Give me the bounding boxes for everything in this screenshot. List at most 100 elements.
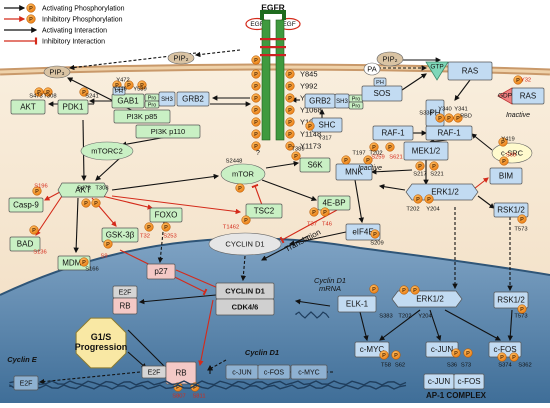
phosphate-symbol: P	[84, 201, 88, 207]
s6k-label: S6K	[307, 161, 323, 170]
cdk46-label: CDK4/6	[232, 302, 259, 311]
site-label: S221	[430, 172, 444, 178]
phosphate-symbol: P	[193, 385, 197, 391]
phosphate-symbol: P	[288, 84, 292, 90]
foxo: FOXO	[149, 207, 183, 223]
site-label: S259	[371, 155, 385, 161]
grb2-left-shape	[176, 91, 210, 107]
pa-label: PA	[367, 64, 376, 73]
erk-cyto-phosphate: P	[413, 194, 423, 204]
ap1-complex-label: AP-1 COMPLEX	[426, 391, 487, 400]
rsk-cyto: RSK1/2	[493, 202, 529, 218]
mek: MEK1/2	[403, 141, 449, 161]
gtp: GTP	[425, 61, 449, 81]
cfos-label: c-FOS	[493, 345, 516, 354]
egfr-phosphate-right: P	[285, 117, 295, 127]
cmyc-label: c-MYC	[360, 345, 385, 354]
egfr-phosphate-right: P	[285, 81, 295, 91]
egfr-phosphate-right: P	[285, 105, 295, 115]
egfr-phosphate-left: P	[251, 69, 261, 79]
egfr-site-label: Y1068	[300, 105, 322, 114]
gab1-pro-b: Pro	[144, 100, 160, 108]
egfr-phosphate-left: P	[251, 129, 261, 139]
phosphate-symbol: P	[416, 197, 420, 203]
site-label: T308	[43, 94, 56, 100]
grb2-left-label: GRB2	[182, 95, 204, 104]
pip3-label: PIP₃	[49, 67, 64, 76]
phosphate-symbol: P	[254, 144, 258, 150]
akt-to-mtor	[111, 173, 220, 191]
gab1-ph-domain-shape	[112, 86, 126, 96]
cyclind1-to-nucleus	[240, 255, 247, 282]
site-label: S196	[34, 184, 48, 190]
casp9-label: Casp-9	[13, 201, 39, 210]
bim: BIM	[489, 167, 523, 185]
pdk1: PDK1	[57, 99, 89, 115]
e2f-lower-label: E2F	[148, 369, 161, 376]
akt-to-tsc2	[111, 195, 242, 215]
mek-phosphate: P	[429, 161, 439, 171]
cjun-phosphate: P	[463, 348, 473, 358]
site-label: S253	[163, 234, 177, 240]
pip2-right-label: PIP₂	[383, 54, 398, 63]
s6k-phosphate: P	[291, 151, 301, 161]
mtorc2-to-akt	[95, 157, 121, 181]
eif4e-phosphate: P	[370, 229, 380, 239]
cdk-to-rb	[198, 299, 214, 367]
phosphate-symbol: P	[520, 217, 524, 223]
phosphate-symbol: P	[502, 159, 506, 165]
erk-to-cfos	[444, 309, 501, 341]
site-label: T389	[291, 147, 304, 153]
phosphate-symbol: P	[512, 355, 516, 361]
erk-cyto-phosphate: P	[424, 194, 434, 204]
raf1-active-phosphate: P	[453, 113, 463, 123]
gab1-label: GAB1	[117, 97, 139, 106]
sos-label: SOS	[374, 89, 391, 98]
e2f-upper: E2F	[112, 285, 138, 299]
gtp-label: GTP	[430, 64, 443, 71]
site-label: T37	[307, 222, 317, 228]
site-label: S811	[192, 394, 205, 400]
ras-inactive-phosphate: P	[513, 75, 523, 85]
site-label: S217	[413, 172, 427, 178]
ap1-cjun: c-JUN	[423, 373, 455, 390]
csrc-to-raf	[471, 133, 493, 151]
site-label: S136	[33, 250, 47, 256]
gdp-label: GDP	[498, 93, 512, 100]
p27: p27	[146, 263, 176, 280]
ras-inactive-state: Inactive	[506, 112, 530, 119]
casp9-shape	[8, 197, 44, 213]
site-label: S166	[85, 267, 99, 273]
bad-label: BAD	[17, 240, 34, 249]
egfr-phosphate-right: P	[285, 141, 295, 151]
cfos-phosphate: P	[509, 352, 519, 362]
cyclin-d1-gene: Cyclin D1	[245, 348, 279, 357]
site-label: S69	[506, 153, 516, 159]
gab1-phosphate: P	[124, 80, 134, 90]
raf1-inactive: RAF-1	[372, 125, 414, 141]
foxo-label: FOXO	[155, 211, 178, 220]
raf1-active-label: RAF-1	[437, 129, 461, 138]
phosphate-symbol: P	[402, 288, 406, 294]
egfr-transmembrane-band	[260, 38, 286, 41]
phosphate-symbol: P	[29, 6, 33, 12]
site-label: Y204	[426, 207, 440, 213]
erk-to-rsk	[477, 195, 495, 209]
ras-active: RAS	[447, 61, 493, 81]
site-label: S209	[370, 241, 384, 247]
mnk-label: MNK	[345, 168, 363, 177]
phosphate-symbol: P	[164, 225, 168, 231]
site-label: T573	[514, 227, 527, 233]
phosphate-symbol: P	[82, 90, 86, 96]
sos-pro-c-label: Pro	[352, 96, 361, 102]
legend-item: Activating Phosphorylation	[4, 5, 125, 12]
mtor-phosphate: P	[235, 183, 245, 193]
phosphate-symbol: P	[388, 145, 392, 151]
gab1-ph-domain: PH	[112, 86, 126, 96]
site-label: S374	[498, 363, 512, 369]
phosphate-symbol: P	[418, 164, 422, 170]
raf1-inactive-label: RAF-1	[381, 129, 405, 138]
phosphate-symbol: P	[254, 84, 258, 90]
site-label: S73	[461, 363, 471, 369]
akt-membrane-phosphate: P	[43, 87, 53, 97]
